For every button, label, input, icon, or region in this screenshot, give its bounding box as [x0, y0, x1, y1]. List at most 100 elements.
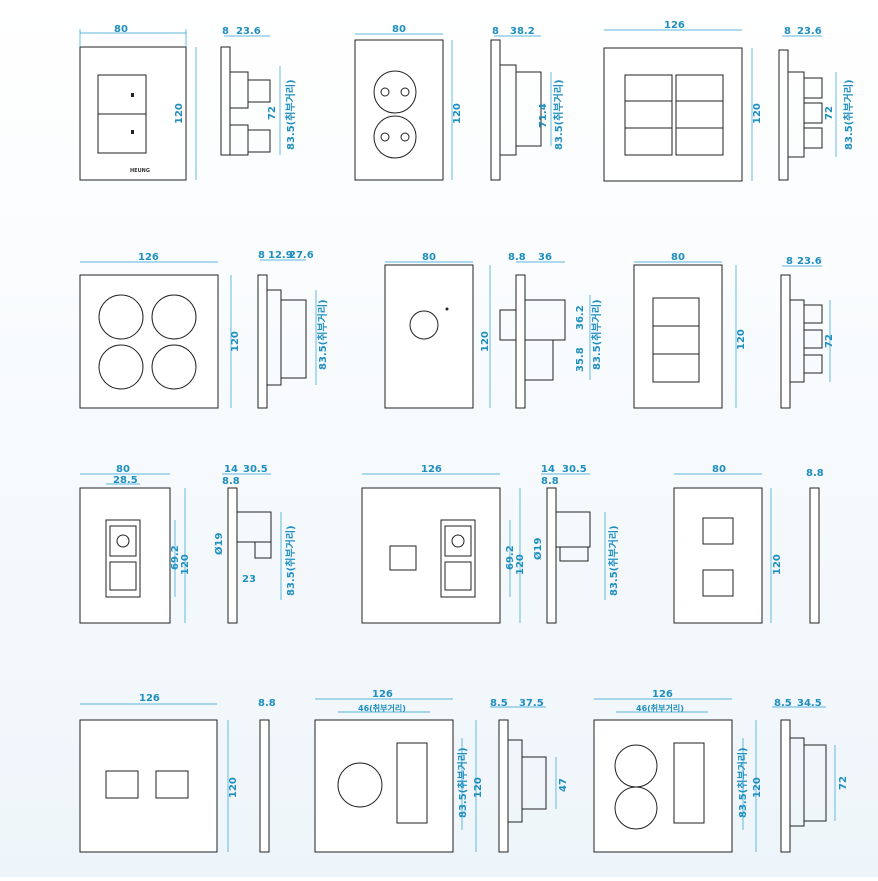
height-dim: 120	[736, 329, 747, 350]
width-dim: 80	[422, 252, 436, 263]
side-dim-5: 83.5(취부거리)	[590, 299, 603, 370]
outlet-4gang-side: 8 12.9 27.6 83.5(취부거리)	[257, 250, 329, 409]
switch-2gang-front: HEUNG 80 120	[79, 24, 197, 181]
height-dim: 120	[174, 103, 185, 124]
switch-6gang-side: 8 23.6 72 83.5(취부거리)	[778, 26, 855, 181]
side-dim-1: 8.8	[806, 468, 824, 479]
height-dim-2: 69.2	[505, 545, 516, 570]
side-dim-2: 30.5	[562, 464, 587, 475]
switch-2gang-side: 8 23.6 72 83.5(취부거리)	[220, 26, 297, 156]
side-dim-4: 83.5(취부거리)	[842, 79, 855, 150]
side-dim-1: 8	[222, 26, 229, 37]
outlet-2gang-side: 8 38.2 71.4 83.5(취부거리)	[490, 26, 565, 181]
card-key-data-front: 126 69.2 120	[361, 464, 526, 624]
outlet-4gang-front: 126 120	[79, 252, 241, 409]
side-dim-3: 8.8	[541, 476, 559, 487]
side-dim-3: 36.2	[575, 305, 586, 330]
height-dim-1: 83.5(취부거리)	[736, 747, 749, 818]
brand-logo: HEUNG	[130, 168, 150, 174]
side-dim-3: 8.8	[222, 476, 240, 487]
side-dim-2: 34.5	[797, 698, 822, 709]
blank-2port-wide-side: 8.8	[258, 698, 276, 853]
height-dim: 120	[480, 331, 491, 352]
outlet-blank-side: 8.5 37.5 47	[490, 698, 569, 853]
side-dim-4: Ø19	[532, 538, 544, 560]
side-dim-1: 8.8	[258, 698, 276, 709]
width-dim-2: 28.5	[113, 475, 138, 486]
side-dim-5: 83.5(취부거리)	[607, 525, 620, 596]
side-dim-4: 83.5(취부거리)	[284, 79, 297, 150]
height-dim-2: 69.2	[170, 545, 181, 570]
side-dim-3: 47	[558, 778, 569, 792]
height-dim: 120	[515, 554, 526, 575]
side-dim-3: 71.4	[538, 103, 549, 128]
width-dim: 80	[671, 252, 685, 263]
width-dim: 80	[712, 464, 726, 475]
height-dim-1: 83.5(취부거리)	[456, 747, 469, 818]
height-dim: 120	[230, 331, 241, 352]
blank-2port-wide-front: 126 120	[79, 693, 239, 853]
side-dim-1: 8	[786, 256, 793, 267]
side-dim-1: 8	[492, 26, 499, 37]
side-dim-1: 14	[224, 464, 238, 475]
card-key-front: 80 28.5 69.2 120	[79, 464, 191, 624]
side-dim-1: 14	[541, 464, 555, 475]
side-dim-5: 23	[242, 574, 256, 585]
side-dim-2: 30.5	[243, 464, 268, 475]
width-dim: 80	[116, 464, 130, 475]
side-dim-3: 72	[824, 334, 835, 348]
side-dim-2: 23.6	[797, 256, 822, 267]
side-dim-6: 83.5(취부거리)	[284, 525, 297, 596]
width-dim: 80	[392, 24, 406, 35]
blank-2port-front: 80 120	[673, 464, 783, 624]
side-dim-2: 23.6	[797, 26, 822, 37]
switch-3gang-side: 8 23.6 72	[780, 256, 835, 409]
card-key-side: 14 30.5 8.8 Ø19 23 83.5(취부거리)	[213, 464, 297, 624]
height-dim: 120	[772, 554, 783, 575]
width-dim: 126	[138, 252, 159, 263]
side-dim-2: 36	[538, 252, 552, 263]
side-dim-3: 72	[838, 776, 849, 790]
side-dim-3: 27.6	[289, 250, 314, 261]
height-dim: 120	[228, 777, 239, 798]
side-dim-2: 12.9	[268, 250, 293, 261]
width-dim: 126	[139, 693, 160, 704]
switch-6gang-front: 126 120	[603, 20, 763, 182]
outlet-2-blank-front: 126 46(취부거리) 83.5(취부거리) 120	[593, 689, 763, 853]
side-dim-2: 38.2	[510, 26, 535, 37]
width-dim: 80	[114, 24, 128, 35]
side-dim-4: 83.5(취부거리)	[316, 299, 329, 370]
side-dim-1: 8.8	[508, 252, 526, 263]
side-dim-3: 72	[267, 106, 278, 120]
height-dim-2: 120	[752, 777, 763, 798]
height-dim: 120	[452, 103, 463, 124]
width-dim-2: 46(취부거리)	[358, 703, 406, 713]
side-dim-4: 35.8	[575, 347, 586, 372]
height-dim: 120	[180, 554, 191, 575]
dimmer-front: 80 120	[384, 252, 491, 409]
outlet-2-blank-side: 8.5 34.5 72	[772, 698, 849, 853]
width-dim-2: 46(취부거리)	[636, 703, 684, 713]
width-dim: 126	[664, 20, 685, 31]
side-dim-2: 23.6	[236, 26, 261, 37]
height-dim: 120	[752, 103, 763, 124]
height-dim-2: 120	[473, 777, 484, 798]
side-dim-4: Ø19	[213, 533, 225, 555]
side-dim-4: 83.5(취부거리)	[552, 79, 565, 150]
side-dim-3: 72	[824, 106, 835, 120]
switch-3gang-front: 80 120	[633, 252, 747, 409]
width-dim: 126	[421, 464, 442, 475]
blank-2port-side: 8.8	[806, 468, 824, 624]
side-dim-2: 37.5	[519, 698, 544, 709]
width-dim: 126	[372, 689, 393, 700]
card-key-data-side: 14 30.5 8.8 Ø19 83.5(취부거리)	[532, 464, 620, 624]
outlet-2gang-front: 80 120	[354, 24, 463, 181]
side-dim-1: 8.5	[490, 698, 508, 709]
side-dim-1: 8	[784, 26, 791, 37]
width-dim: 126	[652, 689, 673, 700]
side-dim-1: 8	[258, 250, 265, 261]
dimmer-side: 8.8 36 36.2 35.8 83.5(취부거리)	[499, 252, 603, 409]
side-dim-1: 8.5	[774, 698, 792, 709]
